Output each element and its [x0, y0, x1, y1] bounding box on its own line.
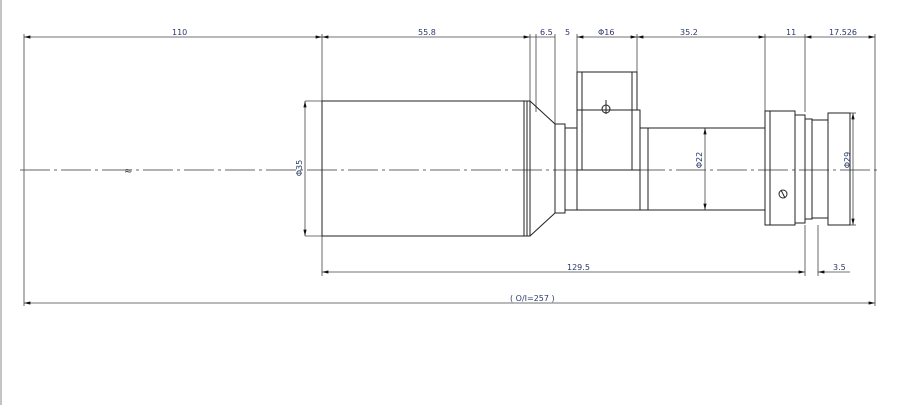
lens-body [321, 71, 851, 237]
dim-6-5: 6.5 [540, 28, 553, 37]
dim-17-526: 17.526 [829, 28, 857, 37]
dim-overall-length: ( O/I=257 ) [510, 294, 555, 303]
extension-lines [23, 34, 876, 306]
dim-phi22: Φ22 [695, 152, 704, 168]
dim-5: 5 [565, 28, 570, 37]
dim-55-8: 55.8 [418, 28, 436, 37]
dim-phi16: Φ16 [598, 28, 614, 37]
dim-129-5: 129.5 [567, 263, 590, 272]
dim-phi35: Φ35 [295, 160, 304, 176]
dimension-lines [24, 35, 875, 305]
dim-11: 11 [786, 28, 796, 37]
dim-110: 110 [172, 28, 187, 37]
dim-35-2: 35.2 [680, 28, 698, 37]
dim-phi29: Φ29 [843, 152, 852, 168]
break-symbol: ≈ [124, 166, 132, 177]
dim-3-5: 3.5 [833, 263, 846, 272]
